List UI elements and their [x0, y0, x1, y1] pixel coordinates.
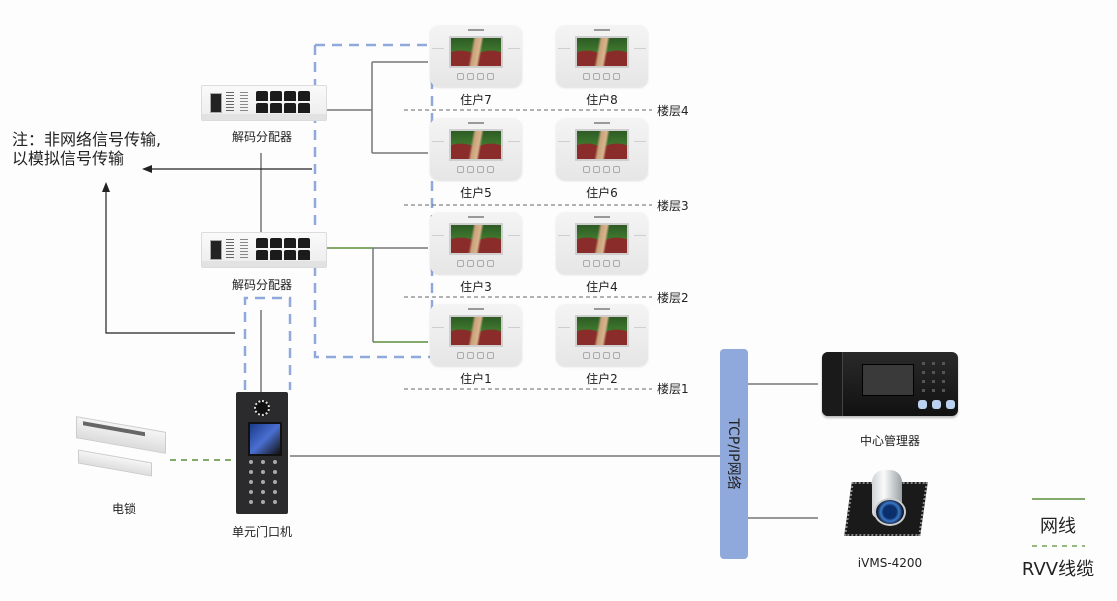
note-line-2: 以模拟信号传输 [12, 149, 125, 168]
decoder-distributor [201, 85, 327, 121]
monitor-buttons [583, 166, 620, 173]
ivms-label: iVMS-4200 [857, 556, 923, 570]
master-station-label: 中心管理器 [859, 434, 921, 448]
decoder-label: 解码分配器 [231, 278, 293, 292]
port-icon [210, 93, 222, 113]
resident-label: 住户7 [460, 93, 492, 107]
master-display [862, 364, 914, 396]
resident-label: 住户6 [586, 186, 618, 200]
indoor-monitor-icon [556, 304, 648, 366]
indoor-monitor-icon [430, 118, 522, 180]
note-arrowhead-left [142, 165, 152, 173]
indoor-monitor-icon [556, 212, 648, 274]
indoor-monitor-icon [430, 212, 522, 274]
rj45-ports [256, 238, 310, 260]
master-station-icon [822, 352, 958, 416]
note-arrowhead-up [102, 182, 110, 192]
floor-label-1: 楼层1 [657, 382, 689, 396]
monitor-screen [575, 223, 629, 255]
decoder-label: 解码分配器 [231, 130, 293, 144]
monitor-buttons [583, 260, 620, 267]
port-icon [210, 240, 222, 260]
monitor-screen [449, 36, 503, 68]
transmission-note: 注：非网络信号传输, 以模拟信号传输 [12, 130, 161, 168]
floor-label-4: 楼层4 [657, 104, 689, 118]
resident-label: 住户8 [586, 93, 618, 107]
door-display [248, 422, 282, 456]
note-line-1: 注：非网络信号传输, [12, 130, 162, 149]
monitor-buttons [457, 166, 494, 173]
indoor-monitor-icon [430, 25, 522, 87]
tcp-ip-network-bus: TCP/IP网络 [720, 349, 748, 559]
legend-label-rvv-cable: RVV线缆 [1021, 559, 1095, 580]
lock-label: 电锁 [111, 502, 137, 516]
decoder-distributor [201, 232, 327, 268]
monitor-buttons [457, 352, 494, 359]
legend-label-network-cable: 网线 [1040, 516, 1076, 537]
monitor-screen [449, 129, 503, 161]
analog-group-boundary [313, 43, 430, 359]
analog-link-door [243, 296, 292, 390]
resident-label: 住户1 [460, 372, 492, 386]
door-station-icon [236, 392, 288, 514]
floor-label-2: 楼层2 [657, 291, 689, 305]
resident-label: 住户4 [586, 280, 618, 294]
handset-icon [822, 352, 843, 416]
monitor-buttons [457, 260, 494, 267]
monitor-buttons [583, 352, 620, 359]
monitor-buttons [583, 73, 620, 80]
resident-label: 住户3 [460, 280, 492, 294]
floor-label-3: 楼层3 [657, 199, 689, 213]
resident-label: 住户2 [586, 372, 618, 386]
indoor-monitor-icon [430, 304, 522, 366]
network-label: TCP/IP网络 [725, 418, 741, 490]
indoor-monitor-icon [556, 118, 648, 180]
monitor-screen [575, 315, 629, 347]
indoor-monitor-icon [556, 25, 648, 87]
monitor-screen [575, 129, 629, 161]
ivms-camera-film-icon [844, 470, 928, 538]
keypad [249, 460, 279, 504]
monitor-buttons [457, 73, 494, 80]
door-station-label: 单元门口机 [231, 525, 293, 539]
monitor-screen [449, 315, 503, 347]
note-arrow-vertical [105, 190, 235, 334]
rj45-ports [256, 91, 310, 113]
resident-label: 住户5 [460, 186, 492, 200]
monitor-screen [449, 223, 503, 255]
camera-icon [254, 400, 270, 416]
monitor-screen [575, 36, 629, 68]
